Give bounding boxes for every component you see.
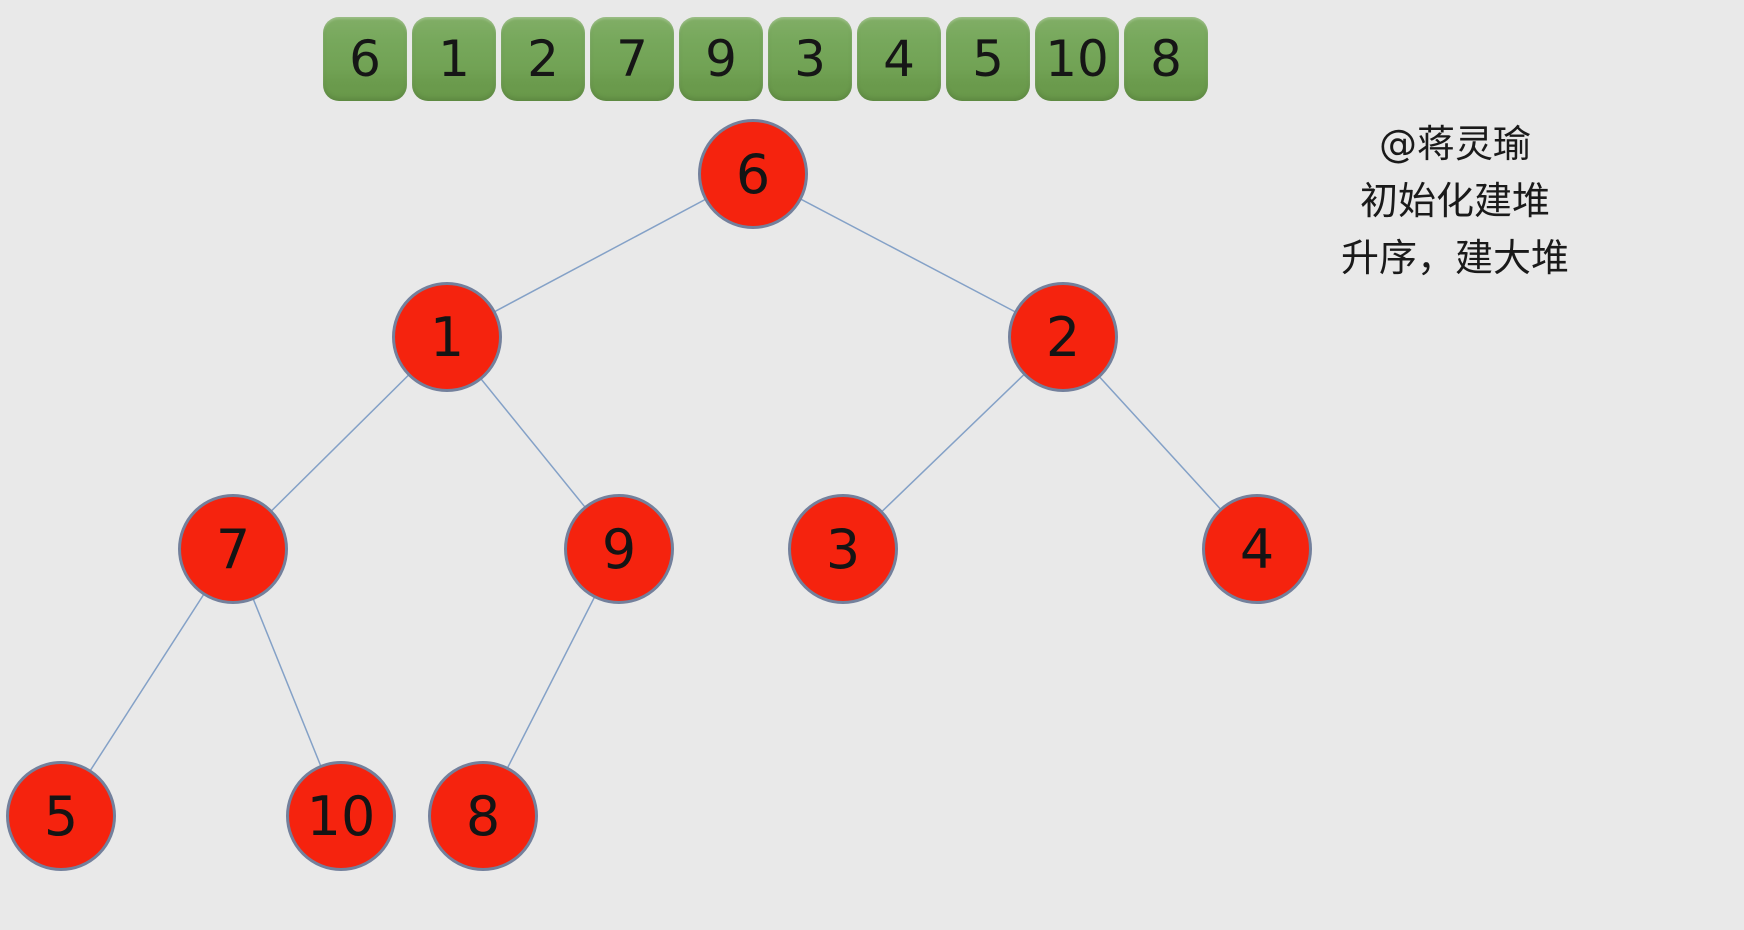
array-cell: 8 bbox=[1124, 17, 1208, 101]
tree-node: 8 bbox=[428, 761, 538, 871]
array-cell: 6 bbox=[323, 17, 407, 101]
array-cell: 10 bbox=[1035, 17, 1119, 101]
array-cell: 3 bbox=[768, 17, 852, 101]
array-cell: 1 bbox=[412, 17, 496, 101]
array-cell: 4 bbox=[857, 17, 941, 101]
array-cell: 9 bbox=[679, 17, 763, 101]
annotation-line: @蒋灵瑜 bbox=[1378, 122, 1531, 166]
tree-node: 9 bbox=[564, 494, 674, 604]
array-cell: 5 bbox=[946, 17, 1030, 101]
tree-node: 6 bbox=[698, 119, 808, 229]
tree-node: 1 bbox=[392, 282, 502, 392]
tree-node: 10 bbox=[286, 761, 396, 871]
annotation-line: 升序，建大堆 bbox=[1340, 236, 1569, 280]
array-cell: 2 bbox=[501, 17, 585, 101]
annotation-text: @蒋灵瑜初始化建堆升序，建大堆 bbox=[1255, 116, 1655, 287]
array-cell: 7 bbox=[590, 17, 674, 101]
annotation-line: 初始化建堆 bbox=[1359, 179, 1550, 223]
tree-node: 5 bbox=[6, 761, 116, 871]
tree-node: 4 bbox=[1202, 494, 1312, 604]
tree-node: 2 bbox=[1008, 282, 1118, 392]
tree-node: 7 bbox=[178, 494, 288, 604]
tree-node: 3 bbox=[788, 494, 898, 604]
